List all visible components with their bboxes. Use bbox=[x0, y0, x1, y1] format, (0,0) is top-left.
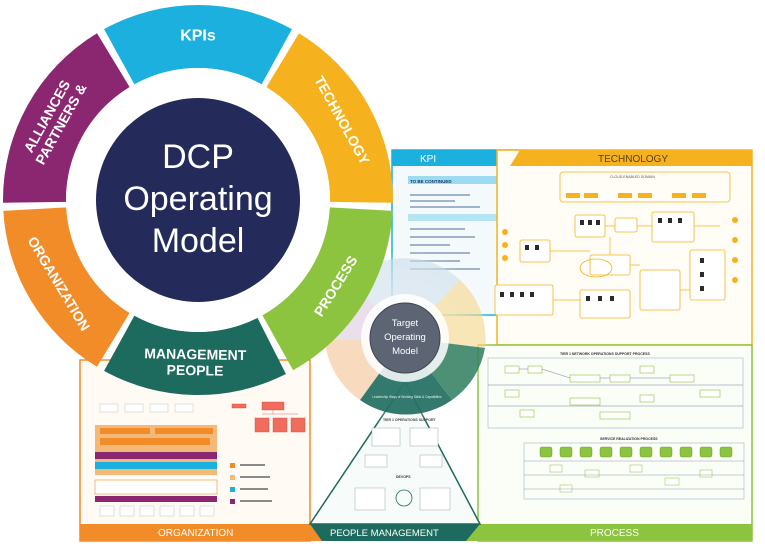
collage: KPI TO BE CONTINUED TECHNOLOGY CLO bbox=[79, 149, 753, 542]
wheel-label-kpis: KPIs bbox=[180, 28, 216, 45]
organization-panel-header: ORGANIZATION bbox=[158, 528, 233, 539]
mini-wheel-center-label: Leadership Ways of Working Skills & Capa… bbox=[372, 395, 442, 399]
kpi-panel-header: KPI bbox=[420, 154, 436, 165]
process-title-1: TIER 1 NETWORK OPERATIONS SUPPORT PROCES… bbox=[560, 352, 650, 356]
tech-cloud-label: CLOUD-ENABLED DOMAIN bbox=[610, 175, 655, 179]
mini-wheel-title-line-3: Model bbox=[392, 346, 418, 357]
mini-wheel-title-line-2: Operating bbox=[384, 332, 426, 343]
wheel-segment-people bbox=[104, 315, 286, 395]
people-sub: DEVOPS bbox=[396, 475, 411, 479]
wheel-center bbox=[96, 98, 300, 302]
wheel-segment-partners bbox=[3, 33, 130, 203]
people-panel-header: PEOPLE MANAGEMENT bbox=[330, 528, 439, 539]
wheel-center-title-line-3: Model bbox=[152, 222, 245, 260]
technology-panel-header: TECHNOLOGY bbox=[598, 154, 668, 165]
wheel-label-people-line-2: MANAGEMENT bbox=[144, 345, 247, 363]
wheel-segment-technology bbox=[266, 33, 393, 203]
dcp-wheel: DCPOperatingModelKPIsTECHNOLOGYPROCESSPE… bbox=[3, 5, 393, 395]
wheel-center-title-line-2: Operating bbox=[123, 180, 272, 218]
wheel-segment-kpis bbox=[104, 5, 292, 85]
mini-wheel-title-line-1: Target bbox=[392, 318, 419, 329]
wheel-segment-organization bbox=[3, 207, 130, 367]
process-panel-header: PROCESS bbox=[590, 528, 639, 539]
people-management-panel: PEOPLE MANAGEMENT TIER 1 OPERATIONS SUPP… bbox=[308, 380, 482, 541]
wheel-label-people-line-1: PEOPLE bbox=[166, 362, 223, 379]
process-panel: PROCESS TIER 1 NETWORK OPERATIONS SUPPOR… bbox=[462, 344, 753, 542]
wheel-center-title-line-1: DCP bbox=[162, 138, 234, 176]
kpi-item: TO BE CONTINUED bbox=[410, 179, 452, 184]
process-title-2: SERVICE REALIZATION PROCESS bbox=[600, 437, 658, 441]
technology-panel: TECHNOLOGY CLOUD-ENABLED DOMAIN bbox=[494, 149, 753, 346]
wheel-segment-process bbox=[262, 207, 393, 371]
